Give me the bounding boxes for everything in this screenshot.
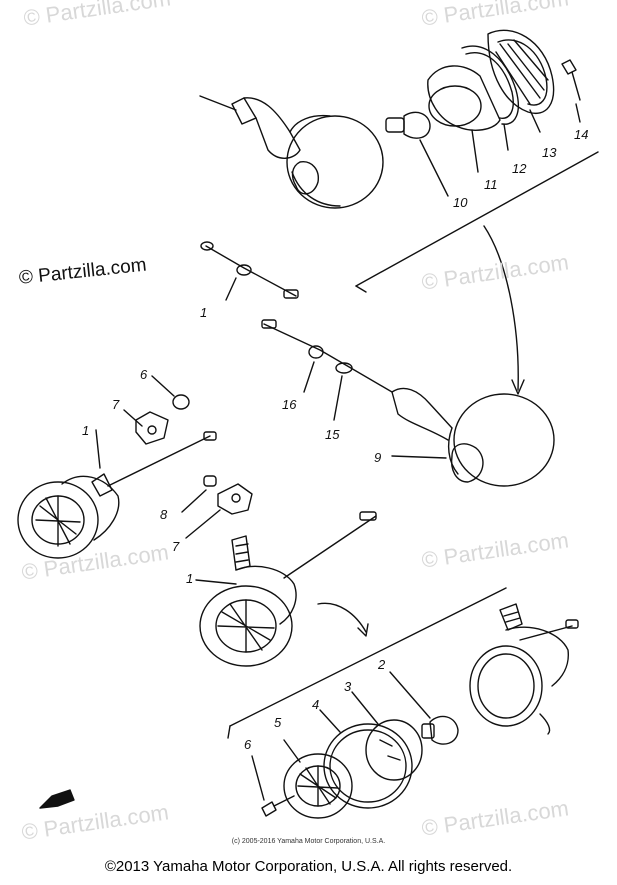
callout-5: 5 bbox=[274, 715, 282, 730]
callout-11: 11 bbox=[484, 177, 498, 192]
callout-16: 16 bbox=[282, 397, 297, 412]
callout-13: 13 bbox=[542, 145, 557, 160]
upper-signal-housing bbox=[199, 95, 384, 209]
stay-7-lower bbox=[181, 475, 253, 539]
callout-4: 4 bbox=[312, 697, 320, 712]
copyright-small: (c) 2005-2016 Yamaha Motor Corporation, … bbox=[231, 838, 386, 845]
bulb-10 bbox=[385, 111, 449, 197]
screw-14 bbox=[561, 59, 581, 123]
rim-13 bbox=[487, 29, 555, 133]
wire-grommet-mid bbox=[261, 319, 393, 421]
callout-10: 10 bbox=[453, 195, 468, 210]
gasket-3 bbox=[351, 691, 423, 781]
callout-9: 9 bbox=[374, 450, 382, 465]
screw-6 bbox=[251, 755, 295, 817]
bracket-line-bottom bbox=[229, 587, 507, 727]
callout-14: 14 bbox=[574, 127, 589, 142]
bracket-line-top bbox=[355, 151, 599, 287]
callout-3: 3 bbox=[344, 679, 352, 694]
middle-signal-1 bbox=[195, 511, 377, 667]
callout-6-lower: 6 bbox=[244, 737, 252, 752]
callout-7-lower: 7 bbox=[172, 539, 180, 554]
lens-11 bbox=[427, 65, 501, 173]
arrow-to-9 bbox=[483, 225, 519, 391]
callout-8-lower: 8 bbox=[160, 507, 168, 522]
left-signal-assembly bbox=[17, 375, 217, 559]
callout-1-mid: 1 bbox=[186, 571, 194, 586]
fwd-arrow-icon bbox=[39, 789, 75, 809]
lens-5 bbox=[283, 739, 353, 819]
housing-9 bbox=[391, 387, 555, 487]
callout-12: 12 bbox=[512, 161, 527, 176]
wire-grommet-top bbox=[200, 241, 299, 301]
callout-7-upper: 7 bbox=[112, 397, 120, 412]
arrow-to-lower bbox=[317, 602, 367, 633]
gasket-12 bbox=[461, 45, 520, 151]
callout-2: 2 bbox=[378, 657, 386, 672]
copyright-footer: ©2013 Yamaha Motor Corporation, U.S.A. A… bbox=[104, 858, 513, 875]
callout-1-left: 1 bbox=[82, 423, 90, 438]
callout-1-top: 1 bbox=[200, 305, 208, 320]
lower-housing bbox=[469, 603, 579, 735]
callout-15: 15 bbox=[325, 427, 340, 442]
callout-6-upper: 6 bbox=[140, 367, 148, 382]
bulb-2 bbox=[389, 671, 459, 745]
